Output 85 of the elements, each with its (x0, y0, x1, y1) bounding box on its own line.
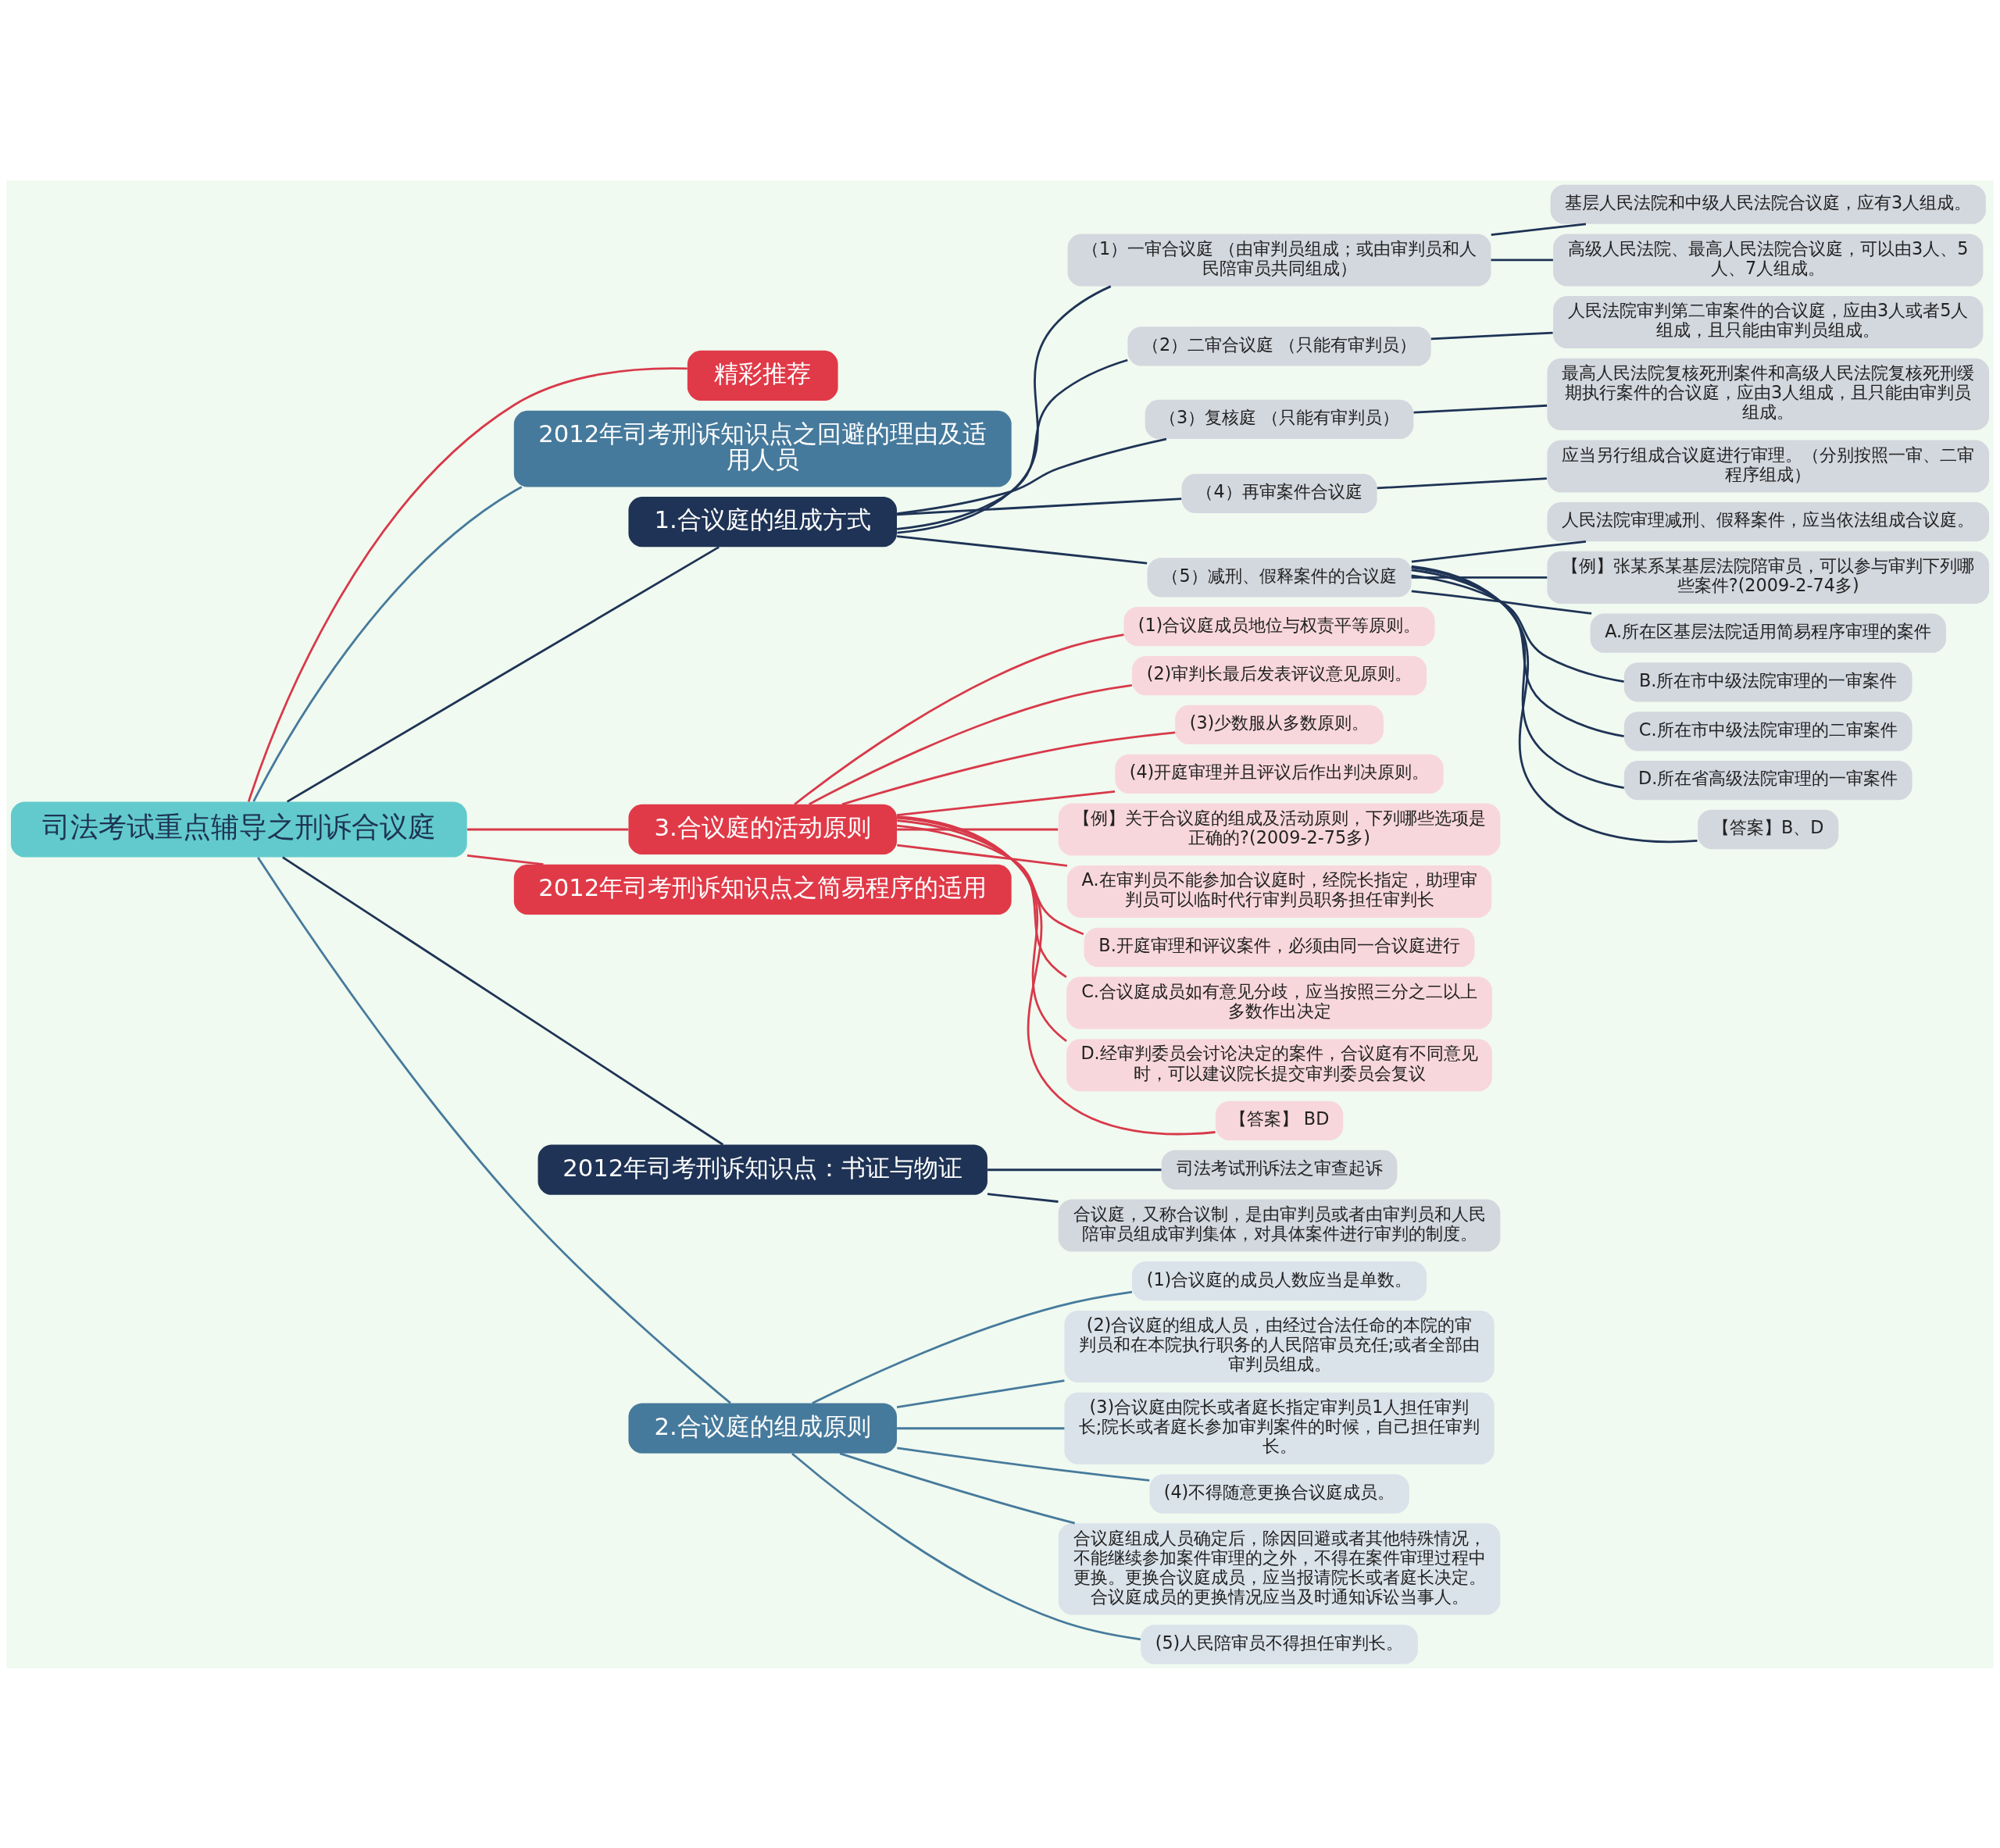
connector (897, 1426, 1065, 1429)
node-box: 2012年司考刑诉知识点：书证与物证 (538, 1144, 988, 1195)
connector (1413, 404, 1548, 413)
node-box: (5)人民陪审员不得担任审判长。 (1141, 1624, 1418, 1664)
connector (839, 1452, 1076, 1525)
node-box: (3)少数服从多数原则。 (1175, 705, 1384, 744)
connector (841, 731, 1176, 805)
connector (812, 1290, 1133, 1404)
node-box: （1）一审合议庭 （由审判员组成；或由审判员和人民陪审员共同组成） (1067, 233, 1491, 286)
connector (1411, 590, 1592, 615)
connector (897, 284, 1112, 533)
node-box: 最高人民法院复核死刑案件和高级人民法院复核死刑缓期执行案件的合议庭，应由3人组成，且只能由审判员组成。 (1547, 358, 1990, 430)
connector (987, 1192, 1059, 1203)
node-box: (1)合议庭成员地位与权责平等原则。 (1123, 606, 1435, 646)
node-box: （3）复核庭 （只能有审判员） (1145, 399, 1414, 439)
connector (466, 854, 544, 865)
connector (897, 844, 1068, 867)
node-box: 应当另行组成合议庭进行审理。（分别按照一审、二审程序组成） (1547, 439, 1990, 492)
node-box: (3)合议庭由院长或者庭长指定审判员1人担任审判长;院长或者庭长参加审判案件的时候，自己担任审判长。 (1064, 1392, 1495, 1464)
node-box: 3.合议庭的活动原则 (628, 804, 897, 854)
node-box: (1)合议庭的成员人数应当是单数。 (1132, 1261, 1427, 1300)
node-box: 合议庭，又称合议制，是由审判员或者由审判员和人民陪审员组成审判集体，对具体案件进行审判的制度。 (1058, 1198, 1501, 1251)
connector (286, 545, 720, 803)
node-box: (2)审判长最后发表评议意见原则。 (1132, 655, 1427, 695)
node-box: 【答案】B、D (1698, 809, 1839, 849)
connector (1491, 259, 1553, 261)
connector (897, 497, 1182, 516)
connector (467, 828, 629, 830)
node-box: 基层人民法院和中级人民法院合议庭，应有3人组成。 (1550, 184, 1986, 224)
node-box: 2012年司考刑诉知识点之回避的理由及适用人员 (513, 410, 1012, 487)
connector (252, 485, 523, 802)
connector (794, 633, 1124, 805)
node-box: 2.合议庭的组成原则 (628, 1403, 897, 1454)
connector (1430, 331, 1553, 340)
node-box: 1.合议庭的组成方式 (628, 496, 897, 547)
connector (897, 359, 1128, 530)
node-box: 人民法院审判第二审案件的合议庭，应由3人或者5人组成，且只能由审判员组成。 (1553, 295, 1984, 348)
node-box: 人民法院审理减刑、假释案件，应当依法组成合议庭。 (1547, 501, 1990, 541)
node-box: (4)开庭审理并且评议后作出判决原则。 (1115, 754, 1444, 794)
node-box: （5）减刑、假释案件的合议庭 (1147, 557, 1412, 597)
node-box: B.所在市中级法院审理的一审案件 (1623, 662, 1912, 702)
node-box: 2012年司考刑诉知识点之简易程序的适用 (513, 864, 1012, 915)
connector (896, 790, 1116, 816)
connector (1377, 476, 1547, 489)
node-box: 高级人民法院、最高人民法院合议庭，可以由3人、5人、7人组成。 (1553, 233, 1984, 286)
connector (791, 1452, 1141, 1640)
node-box: A.在审判员不能参加合议庭时，经院长指定，助理审判员可以临时代行审判员职务担任审判长 (1066, 865, 1492, 918)
connector (282, 856, 724, 1146)
connector (897, 815, 1216, 1135)
connector (1411, 565, 1698, 843)
node-box: A.所在区基层法院适用简易程序审理的案件 (1590, 612, 1946, 653)
connector (809, 683, 1133, 805)
connector (897, 824, 1084, 935)
node-box: D.经审判委员会讨论决定的案件，合议庭有不同意见时，可以建议院长提交审判委员会复议 (1066, 1038, 1492, 1091)
connector (897, 1447, 1150, 1482)
connector (247, 366, 688, 802)
node-box: C.合议庭成员如有意见分歧，应当按照三分之二以上多数作出决定 (1066, 976, 1492, 1029)
connector (897, 819, 1067, 978)
node-box: 合议庭组成人员确定后，除因回避或者其他特殊情况，不能继续参加案件审理的之外，不得在案件审理过程中更换。更换合议庭成员，应当报请院长或者庭长决定。合议庭成员的更换情况应当及时通知诉讼当事人。 (1058, 1522, 1501, 1615)
connector (896, 534, 1148, 565)
node-box: (2)合议庭的组成人员，由经过合法任命的本院的审判员和在本院执行职务的人民陪审员充任;或者全部由审判员组成。 (1064, 1310, 1495, 1382)
connector (896, 1379, 1065, 1408)
node-box: 【答案】 BD (1215, 1101, 1344, 1140)
connector (1411, 573, 1624, 683)
node-box: D.所在省高级法院审理的一审案件 (1623, 760, 1912, 800)
connector (1491, 223, 1587, 236)
node-box: B.开庭审理和评议案件，必须由同一合议庭进行 (1084, 927, 1475, 967)
node-box: 司法考试刑诉法之审查起诉 (1161, 1150, 1398, 1190)
connector (897, 437, 1167, 515)
node-box: 精彩推荐 (687, 350, 838, 401)
connector (1411, 568, 1624, 737)
connector (988, 1168, 1162, 1171)
node-box: C.所在市中级法院审理的二审案件 (1623, 711, 1912, 751)
node-box: 司法考试重点辅导之刑诉合议庭 (10, 801, 467, 858)
connector (1411, 540, 1587, 563)
connector (897, 828, 1059, 830)
connector (896, 816, 1067, 1042)
connector (257, 856, 731, 1404)
node-box: （2）二审合议庭 （只能有审判员） (1127, 326, 1431, 366)
connector (1411, 565, 1624, 789)
node-box: （4）再审案件合议庭 (1181, 473, 1377, 513)
node-box: 【例】张某系某基层法院陪审员，可以参与审判下列哪些案件?(2009-2-74多) (1547, 551, 1990, 604)
node-box: 【例】关于合议庭的组成及活动原则，下列哪些选项是正确的?(2009-2-75多) (1058, 802, 1501, 855)
node-box: (4)不得随意更换合议庭成员。 (1149, 1473, 1409, 1514)
connector (1411, 576, 1548, 579)
